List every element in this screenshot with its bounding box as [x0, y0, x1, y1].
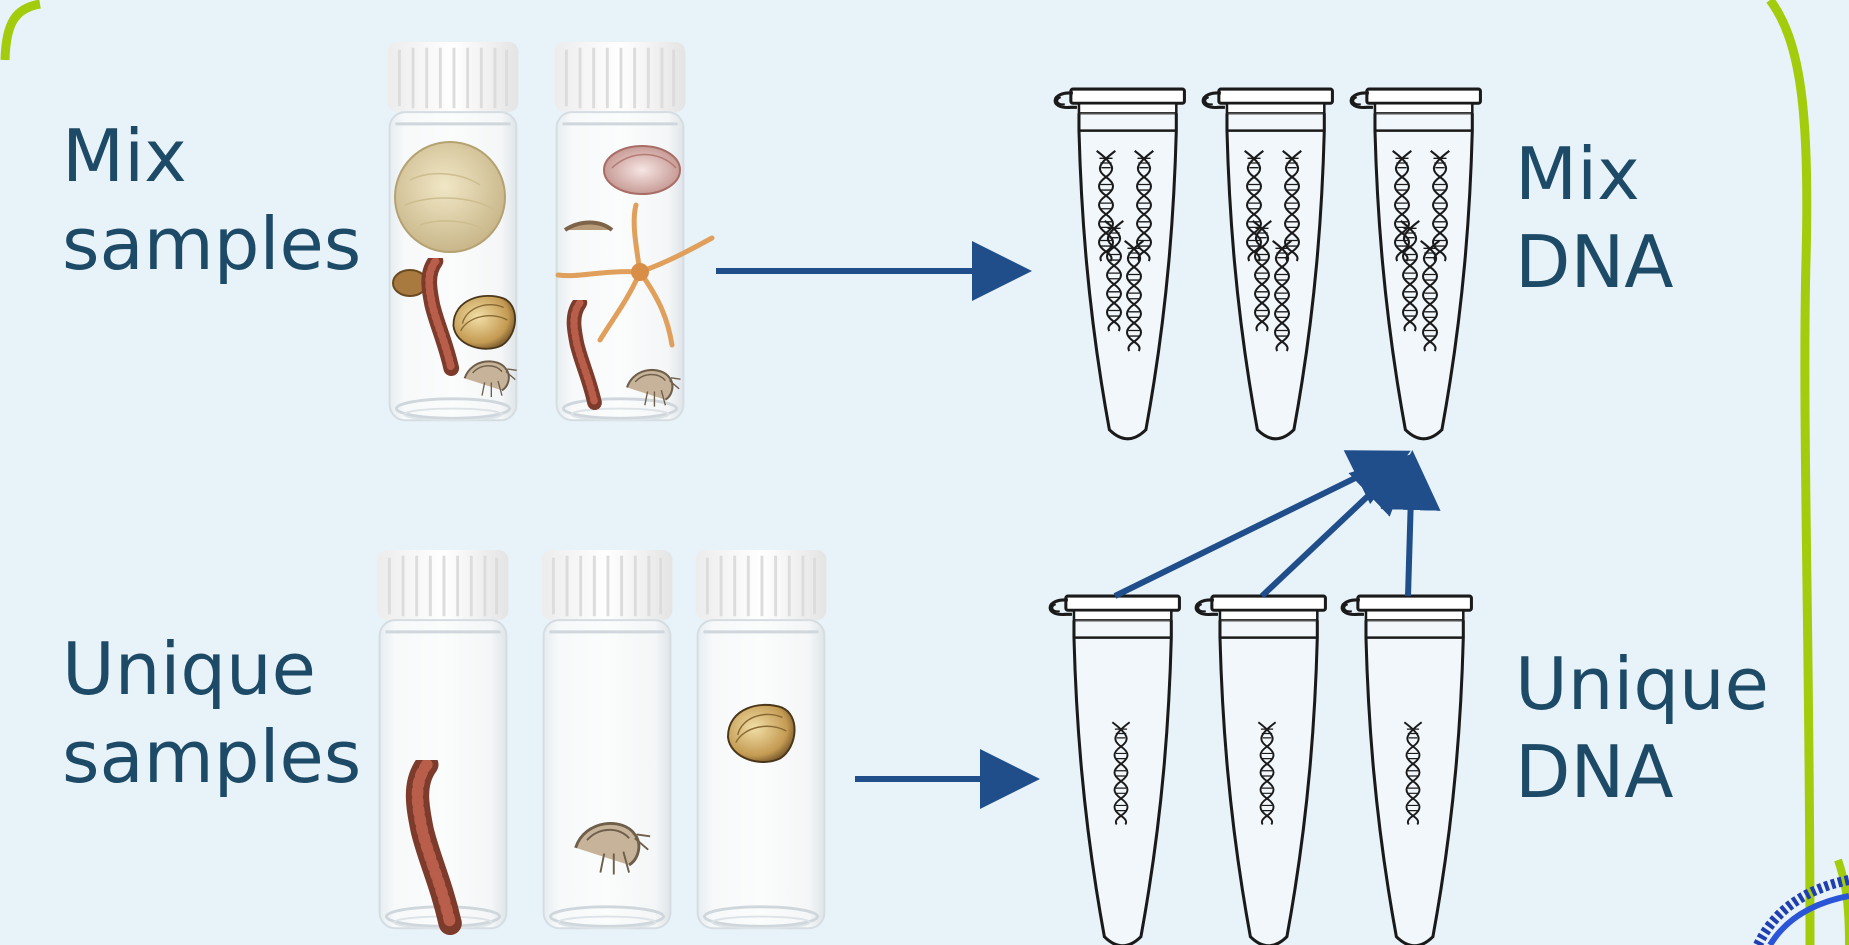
mix-vial-2 — [555, 42, 712, 420]
arrow-unique-dna-3-to-mix-dna — [1408, 462, 1412, 596]
unique-dna-label-line1: Unique — [1515, 640, 1769, 728]
clam-specimen-2 — [728, 705, 795, 762]
mix-dna-label: Mix DNA — [1515, 130, 1674, 306]
mix-dna-tube-2 — [1203, 89, 1332, 439]
unique-vial-3 — [696, 550, 827, 928]
unique-samples-label-line2: samples — [62, 713, 361, 801]
unique-dna-tube-2 — [1196, 596, 1325, 945]
unique-vial-1 — [378, 550, 509, 928]
sponge-specimen — [395, 142, 505, 252]
shell-specimen — [604, 146, 680, 194]
mix-dna-label-line1: Mix — [1515, 130, 1674, 218]
unique-dna-label: Unique DNA — [1515, 640, 1769, 816]
mix-samples-label-line2: samples — [62, 200, 361, 288]
unique-samples-label-line1: Unique — [62, 625, 361, 713]
mix-dna-tube-3 — [1351, 89, 1480, 439]
mix-samples-label: Mix samples — [62, 112, 361, 288]
unique-dna-tube-3 — [1342, 596, 1471, 945]
unique-dna-tube-1 — [1050, 596, 1179, 945]
mix-vial-1 — [388, 42, 519, 420]
clam-specimen — [453, 296, 515, 349]
mix-samples-label-line1: Mix — [62, 112, 361, 200]
arrow-unique-dna-1-to-mix-dna — [1115, 456, 1400, 596]
unique-samples-label: Unique samples — [62, 625, 361, 801]
unique-dna-label-line2: DNA — [1515, 728, 1769, 816]
unique-vial-2 — [542, 550, 673, 928]
mix-dna-label-line2: DNA — [1515, 218, 1674, 306]
arrow-unique-dna-2-to-mix-dna — [1262, 462, 1404, 596]
mix-dna-tube-1 — [1055, 89, 1184, 439]
